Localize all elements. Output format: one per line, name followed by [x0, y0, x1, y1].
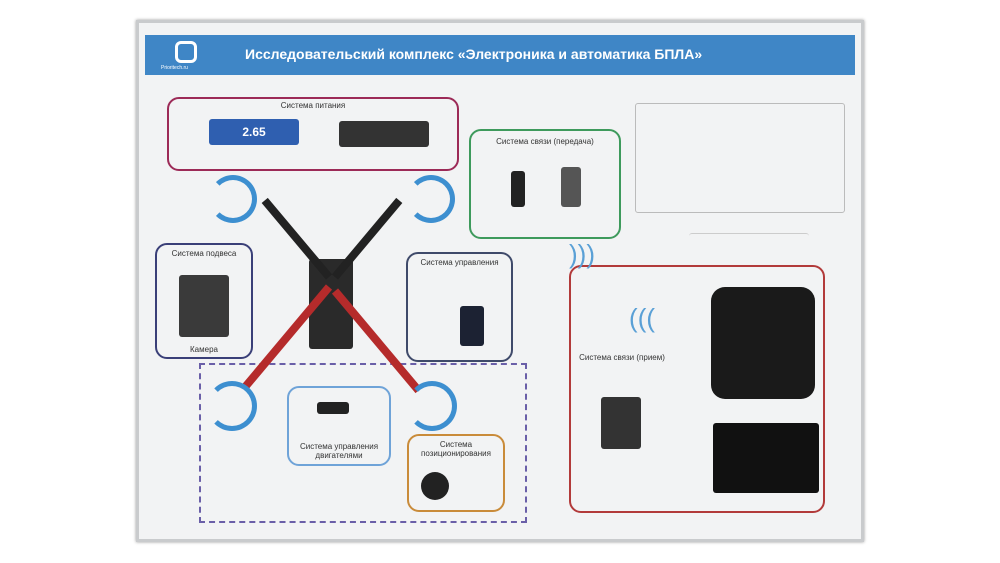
drone-arm	[331, 197, 403, 280]
drone-arm	[261, 197, 333, 280]
battery-2	[339, 121, 429, 147]
schematic-legend	[689, 233, 809, 263]
stand-board: Prioritech.ru Исследовательский комплекс…	[136, 20, 864, 542]
wifi-signal-icon: )))	[629, 303, 655, 333]
gimbal-label: Система подвеса	[171, 249, 237, 258]
power-system-box: Система питания 2.65	[167, 97, 459, 171]
motor-control-label: Система управления двигателями	[299, 442, 379, 460]
rotation-arrow-icon	[209, 175, 257, 223]
gimbal-system-box: Система подвеса Камера	[155, 243, 253, 359]
esc-module	[317, 402, 349, 414]
rotation-arrow-icon	[407, 381, 457, 431]
flight-controller	[460, 306, 484, 346]
control-system-box: Система управления	[406, 252, 513, 362]
transmitter-module	[511, 171, 525, 207]
rx-system-box: Система связи (прием)	[569, 265, 825, 513]
gimbal-camera	[179, 275, 229, 337]
gps-module	[421, 472, 449, 500]
receiver-module	[601, 397, 641, 449]
fpv-monitor	[713, 423, 819, 493]
logo-icon	[175, 41, 197, 63]
camera-label: Камера	[190, 345, 218, 354]
rc-transmitter	[711, 287, 815, 399]
control-label: Система управления	[420, 258, 499, 267]
rx-label: Система связи (прием)	[579, 353, 665, 362]
motor-control-box: Система управления двигателями	[287, 386, 391, 466]
page-title: Исследовательский комплекс «Электроника …	[245, 46, 703, 62]
logo-text: Prioritech.ru	[161, 65, 188, 71]
tx-system-box: Система связи (передача)	[469, 129, 621, 239]
wiring-dashed-outline	[199, 363, 527, 523]
tx-label: Система связи (передача)	[496, 137, 594, 146]
video-transmitter	[561, 167, 581, 207]
positioning-label: Система позиционирования	[421, 440, 491, 458]
wiring-schematic	[635, 103, 845, 213]
rotation-arrow-icon	[407, 175, 455, 223]
power-label: Система питания	[280, 101, 346, 110]
battery-1: 2.65	[209, 119, 299, 145]
wifi-signal-icon: )))	[569, 239, 595, 269]
rotation-arrow-icon	[207, 381, 257, 431]
title-banner: Prioritech.ru Исследовательский комплекс…	[145, 35, 855, 75]
positioning-box: Система позиционирования	[407, 434, 505, 512]
